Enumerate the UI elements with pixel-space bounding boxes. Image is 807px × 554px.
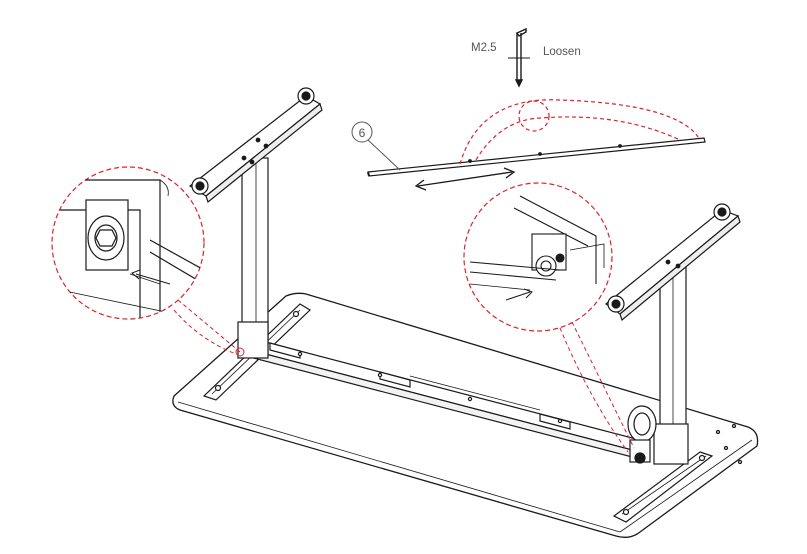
right-leg [605,203,741,465]
right-detail-zoom [463,182,635,453]
hex-shaft-part-6 [367,137,706,177]
motor-unit [627,405,657,464]
double-arrow-icon [414,167,516,191]
loosen-instruction-label: Loosen [543,46,581,58]
right-mounting-bracket [612,451,714,523]
hex-key-icon [508,27,530,88]
push-arrow-icon [131,269,171,285]
push-arrow-icon [505,288,533,301]
left-leg [188,87,323,359]
part-number-callout: 6 [351,121,401,171]
desktop-panel [172,292,759,538]
magnifier-callout-icon [459,99,701,165]
left-detail-zoom [51,166,245,357]
part-number-label: 6 [359,126,366,140]
tool-size-label: M2.5 [471,42,497,54]
